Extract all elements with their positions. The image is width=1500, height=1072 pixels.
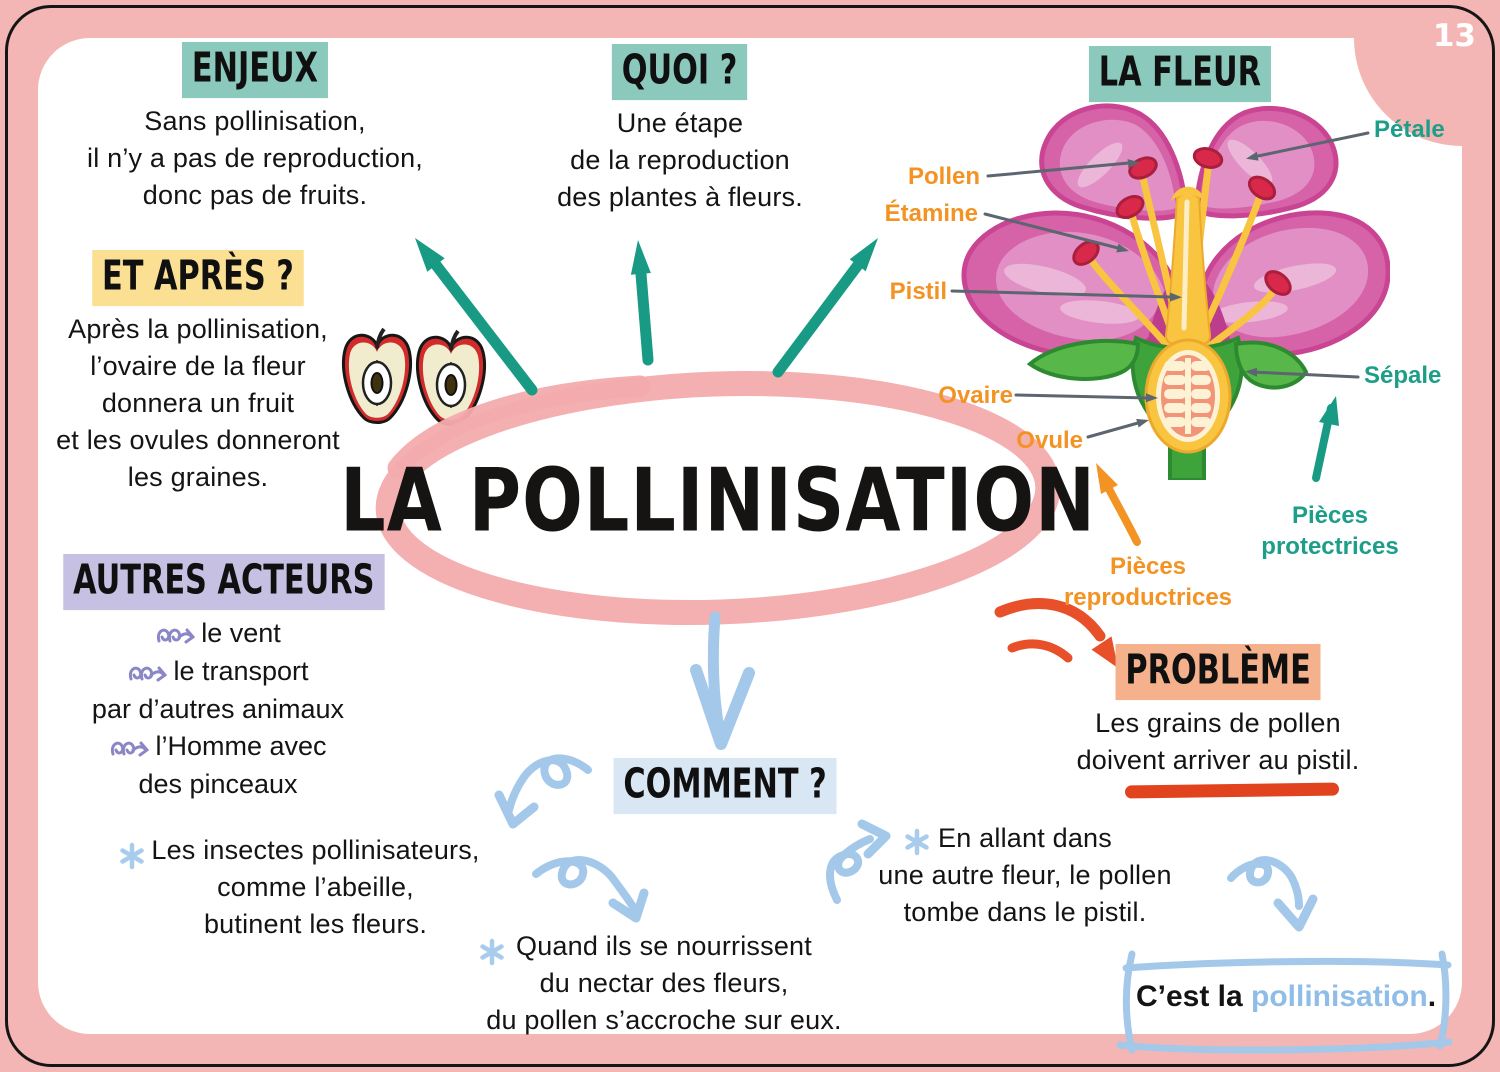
section-probleme: PROBLÈME Les grains de pollen doivent ar…: [1048, 644, 1388, 779]
label-etamine: Étamine: [884, 200, 978, 227]
enjeux-heading: ENJEUX: [182, 42, 328, 99]
squiggle-arrow-icon: [157, 628, 196, 644]
acteur-vent: le vent: [28, 615, 408, 653]
label-pieces-reproductrices: Pièces reproductrices: [1063, 553, 1233, 612]
page-number: 13: [1432, 18, 1476, 54]
label-ovule: Ovule: [1016, 427, 1083, 454]
asterisk-icon: [905, 828, 929, 856]
autres-acteurs-heading: AUTRES ACTEURS: [63, 554, 385, 611]
conclusion-box: C’est la pollinisation.: [1112, 944, 1460, 1056]
section-et-apres: ET APRÈS ? Après la pollinisation, l’ova…: [8, 250, 388, 496]
section-comment: COMMENT ?: [560, 758, 890, 815]
quoi-text: Une étape de la reproduction des plantes…: [557, 108, 803, 212]
enjeux-text: Sans pollinisation, il n’y a pas de repr…: [87, 106, 423, 210]
et-apres-heading: ET APRÈS ?: [92, 250, 304, 307]
probleme-heading: PROBLÈME: [1115, 644, 1321, 701]
section-autres-acteurs: AUTRES ACTEURS le vent le transport par …: [28, 554, 408, 804]
probleme-text: Les grains de pollen doivent arriver au …: [1076, 708, 1360, 775]
label-pieces-protectrices: Pièces protectrices: [1261, 502, 1399, 561]
sketch-frame: [1116, 950, 1453, 1054]
quoi-heading: QUOI ?: [612, 44, 748, 101]
acteur-transport: le transport par d’autres animaux: [91, 655, 345, 724]
comment-heading: COMMENT ?: [613, 758, 837, 815]
section-quoi: QUOI ? Une étape de la reproduction des …: [505, 44, 855, 216]
section-fleur: LA FLEUR: [1000, 46, 1360, 103]
et-apres-text: Après la pollinisation, l’ovaire de la f…: [56, 314, 340, 492]
acteur-homme: l’Homme avec des pinceaux: [28, 728, 408, 804]
comment-point-autre-fleur: En allant dans une autre fleur, le polle…: [878, 823, 1172, 927]
label-ovaire: Ovaire: [938, 382, 1013, 409]
label-pollen: Pollen: [907, 163, 980, 190]
section-enjeux: ENJEUX Sans pollinisation, il n’y a pas …: [40, 42, 470, 214]
fleur-heading: LA FLEUR: [1089, 46, 1271, 103]
conclusion-text: C’est la pollinisation.: [1135, 980, 1437, 1013]
label-petale: Pétale: [1374, 116, 1445, 143]
comment-point-nectar: Quand ils se nourrissent du nectar des f…: [486, 931, 842, 1035]
squiggle-arrow-icon: [129, 666, 168, 682]
asterisk-icon: [480, 938, 504, 966]
page-outline: [5, 5, 1495, 1067]
label-pistil: Pistil: [889, 278, 947, 305]
squiggle-arrow-icon: [111, 741, 150, 757]
asterisk-icon: [120, 842, 144, 870]
label-sepale: Sépale: [1364, 362, 1442, 389]
comment-point-insectes: Les insectes pollinisateurs, comme l’abe…: [151, 835, 480, 939]
main-title: LA POLLINISATION: [340, 449, 1096, 552]
